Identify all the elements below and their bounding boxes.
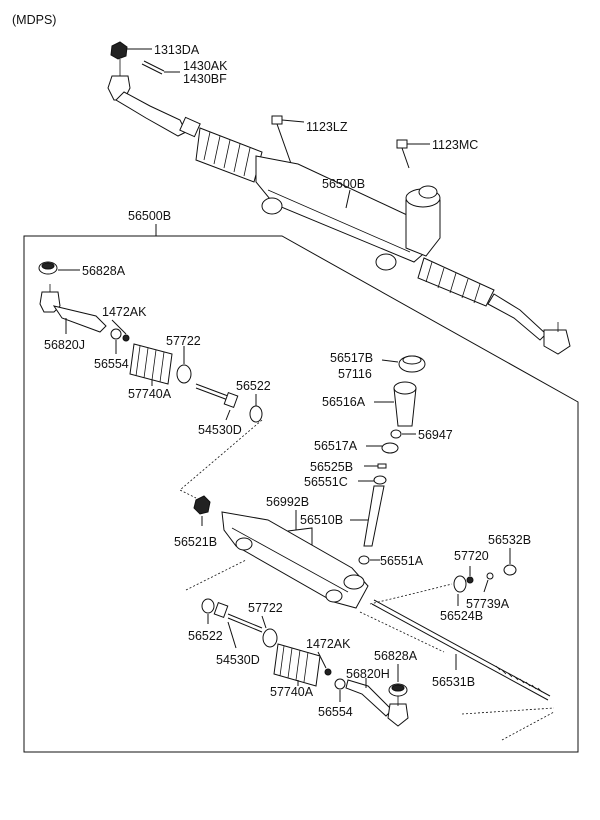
yoke-56524B-icon <box>453 575 467 593</box>
label-56517A: 56517A <box>314 439 358 453</box>
nut-56522-bottom-icon <box>201 598 215 614</box>
label-56522-bottom: 56522 <box>188 629 223 643</box>
label-1313DA: 1313DA <box>154 43 200 57</box>
label-56531B: 56531B <box>432 675 475 689</box>
clamp-57722-top-icon <box>176 364 192 384</box>
clamp-57722-bottom-icon <box>262 628 278 648</box>
label-56554-bottom: 56554 <box>318 705 353 719</box>
washer-56947-icon <box>390 429 402 439</box>
bearing-56551A-icon <box>358 555 370 565</box>
label-56820J: 56820J <box>44 338 85 352</box>
nut-56521B-icon <box>193 495 211 515</box>
boot-top-left <box>195 127 263 183</box>
rack-56531B <box>371 603 549 701</box>
label-1472AK-bottom: 1472AK <box>306 637 351 651</box>
seal-56517A-icon <box>381 442 399 454</box>
label-1472AK-top: 1472AK <box>102 305 147 319</box>
label-56554-top: 56554 <box>94 357 129 371</box>
label-56500B-top: 56500B <box>322 177 365 191</box>
nut-1472AK-top-icon <box>122 334 130 342</box>
label-56820H: 56820H <box>346 667 390 681</box>
top-assembly: 1313DA 1430AK 1430BF 1123LZ 1123MC <box>107 41 571 355</box>
label-56532B: 56532B <box>488 533 531 547</box>
label-1123MC: 1123MC <box>432 138 478 152</box>
label-57722-top: 57722 <box>166 334 201 348</box>
bolt-1123LZ-icon <box>271 115 283 125</box>
label-56524B: 56524B <box>440 609 483 623</box>
rack-housing-exploded <box>221 511 369 609</box>
bearing-56551C-icon <box>373 475 387 485</box>
label-54530D-bottom: 54530D <box>216 653 260 667</box>
label-1430AK: 1430AK <box>183 59 228 73</box>
label-56500B-box: 56500B <box>128 209 171 223</box>
snap-ring-56525B-icon <box>377 463 387 469</box>
label-56828A-bottom: 56828A <box>374 649 418 663</box>
label-57739A: 57739A <box>466 597 510 611</box>
label-56510B: 56510B <box>300 513 343 527</box>
exploded-view: 56828A 56820J 1472AK 56554 57740A 57722 … <box>38 261 555 741</box>
label-57722-bottom: 57722 <box>248 601 283 615</box>
exploded-view-frame <box>23 235 579 753</box>
label-56517B: 56517B <box>330 351 373 365</box>
pinion-shaft-56510B <box>363 485 385 547</box>
label-56992B: 56992B <box>266 495 309 509</box>
variant-label: (MDPS) <box>12 13 56 27</box>
pinion-tower-top <box>405 199 441 257</box>
label-57116: 57116 <box>338 367 372 381</box>
label-57740A-top: 57740A <box>128 387 172 401</box>
label-57740A-bottom: 57740A <box>270 685 314 699</box>
label-56522-top: 56522 <box>236 379 271 393</box>
label-56521B: 56521B <box>174 535 217 549</box>
spring-57739A-icon <box>486 572 494 580</box>
label-56551C: 56551C <box>304 475 348 489</box>
washer-56554-top-icon <box>110 328 122 340</box>
label-56947: 56947 <box>418 428 453 442</box>
label-57720: 57720 <box>454 549 489 563</box>
bolt-1123MC-icon <box>396 139 408 149</box>
label-1123LZ: 1123LZ <box>306 120 348 134</box>
label-1430BF: 1430BF <box>183 72 227 86</box>
label-56828A-top: 56828A <box>82 264 126 278</box>
boot-57740A-bottom <box>273 643 321 687</box>
boot-top-right <box>417 257 495 307</box>
boot-57740A-top <box>129 343 173 385</box>
cotter-pin-icon <box>141 63 163 75</box>
label-56551A: 56551A <box>380 554 424 568</box>
nut-1313DA-icon <box>110 41 128 60</box>
inner-tie-rod-54530D-top <box>195 383 229 397</box>
washer-56554-bottom-icon <box>334 678 346 690</box>
nut-56522-top-icon <box>249 405 263 423</box>
nut-57720-icon <box>466 576 474 584</box>
nut-1472AK-bottom-icon <box>324 668 332 676</box>
tie-rod-end-top-right <box>543 329 571 355</box>
tie-rod-end-56820H <box>345 679 393 717</box>
inner-tie-rod-54530D-bottom <box>213 602 229 618</box>
label-54530D-top: 54530D <box>198 423 242 437</box>
label-56525B: 56525B <box>310 460 353 474</box>
rack-housing-top <box>255 155 431 263</box>
label-56516A: 56516A <box>322 395 366 409</box>
plug-56532B-icon <box>503 564 517 576</box>
